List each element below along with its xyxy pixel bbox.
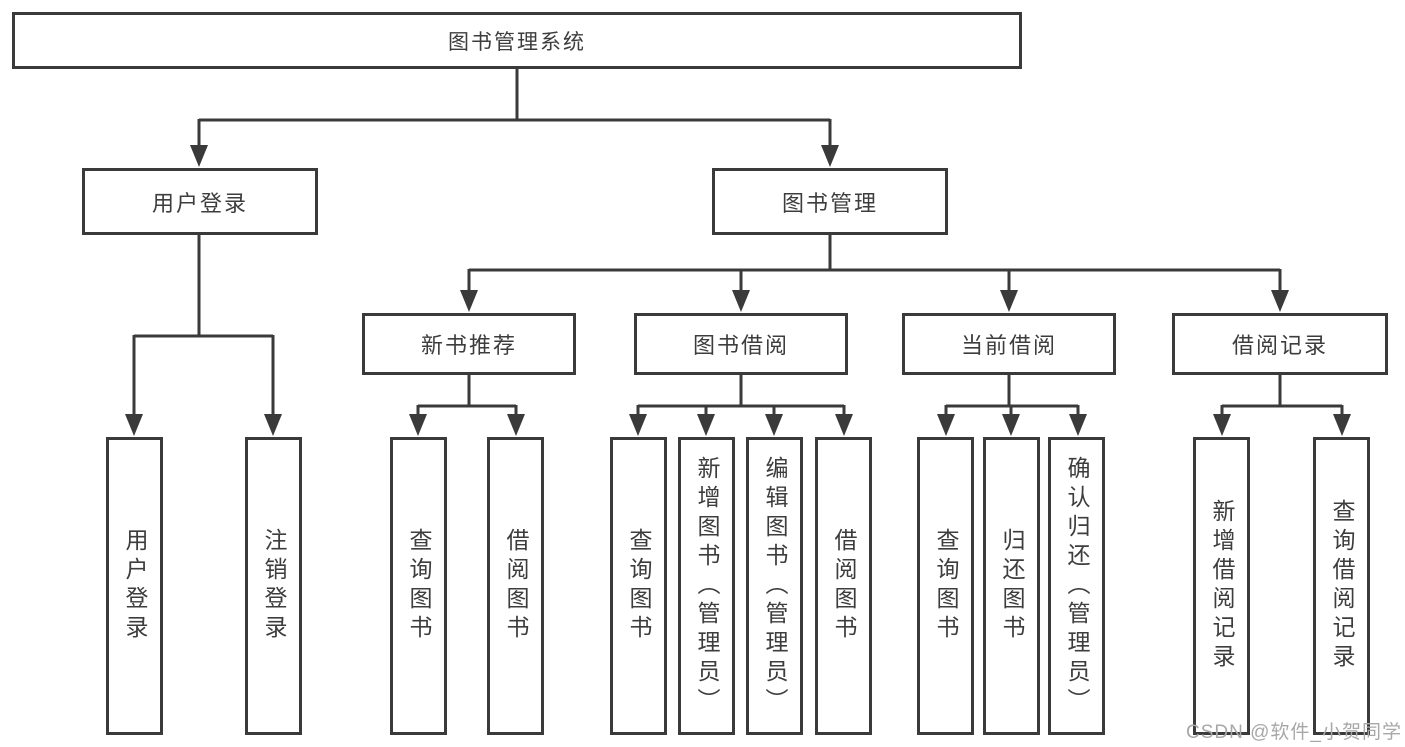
leaf-user-login: 用户登录 xyxy=(106,437,163,735)
node-library-management-system: 图书管理系统 xyxy=(12,12,1022,69)
arrowhead xyxy=(821,145,839,167)
node-borrow-records: 借阅记录 xyxy=(1172,313,1388,375)
node-label: 查询图书 xyxy=(626,528,652,644)
arrowhead xyxy=(460,290,478,312)
node-label: 用户登录 xyxy=(151,190,248,216)
edge-newbook-to-leaves xyxy=(416,374,518,420)
csdn-watermark: CSDN @软件_小贺同学 xyxy=(1186,722,1402,743)
node-label: 借阅图书 xyxy=(831,528,857,644)
edge-currentborrow-to-leaves xyxy=(944,374,1080,420)
leaf-add-books-admin: 新增图书（管理员） xyxy=(678,437,735,735)
node-label: 借阅记录 xyxy=(1231,333,1328,358)
node-label: 新书推荐 xyxy=(420,333,517,358)
node-label: 图书管理 xyxy=(781,190,878,216)
leaf-add-borrow-record: 新增借阅记录 xyxy=(1193,437,1250,735)
node-label: 编辑图书（管理员） xyxy=(762,455,788,717)
leaf-edit-books-admin: 编辑图书（管理员） xyxy=(746,437,803,735)
node-label: 新增借阅记录 xyxy=(1209,499,1235,673)
node-new-book-recommend: 新书推荐 xyxy=(362,313,576,375)
arrowhead xyxy=(765,414,783,436)
arrowhead xyxy=(1213,414,1231,436)
node-label: 新增图书（管理员） xyxy=(694,455,720,717)
arrowhead xyxy=(1069,414,1087,436)
arrowhead xyxy=(697,414,715,436)
leaf-query-books-borrow: 查询图书 xyxy=(610,437,667,735)
arrowhead xyxy=(1000,290,1018,312)
arrowhead xyxy=(732,290,750,312)
node-label: 注销登录 xyxy=(261,528,287,644)
edge-records-to-leaves xyxy=(1220,374,1344,420)
node-label: 借阅图书 xyxy=(503,528,529,644)
node-user-login: 用户登录 xyxy=(82,168,318,235)
node-label: 确认归还（管理员） xyxy=(1064,455,1090,717)
arrowhead xyxy=(264,414,282,436)
arrowhead xyxy=(507,414,525,436)
leaf-confirm-return-admin: 确认归还（管理员） xyxy=(1048,437,1105,735)
edge-userlogin-to-leaves xyxy=(132,234,275,420)
leaf-query-books-recommend: 查询图书 xyxy=(390,437,447,735)
arrowhead xyxy=(835,414,853,436)
edge-bookmgmt-to-level3 xyxy=(467,234,1282,296)
edge-bookborrow-to-leaves xyxy=(636,374,846,420)
leaf-return-books: 归还图书 xyxy=(983,437,1040,735)
leaf-logout: 注销登录 xyxy=(245,437,302,735)
leaf-query-borrow-record: 查询借阅记录 xyxy=(1313,437,1370,735)
node-label: 用户登录 xyxy=(122,528,148,644)
arrowhead xyxy=(409,414,427,436)
leaf-borrow-books: 借阅图书 xyxy=(815,437,872,735)
leaf-query-books-current: 查询图书 xyxy=(917,437,974,735)
arrowhead xyxy=(1002,414,1020,436)
node-label: 图书管理系统 xyxy=(448,30,586,54)
arrowhead xyxy=(190,145,208,167)
leaf-borrow-books-recommend: 借阅图书 xyxy=(487,437,544,735)
node-label: 查询图书 xyxy=(933,528,959,644)
node-book-borrow: 图书借阅 xyxy=(634,313,848,375)
arrowhead xyxy=(629,414,647,436)
arrowhead xyxy=(1333,414,1351,436)
node-label: 查询图书 xyxy=(406,528,432,644)
edge-root-to-level2 xyxy=(197,66,832,152)
node-label: 归还图书 xyxy=(999,528,1025,644)
node-current-borrow: 当前借阅 xyxy=(902,313,1116,375)
arrowhead xyxy=(1271,290,1289,312)
arrowhead xyxy=(125,414,143,436)
node-book-management: 图书管理 xyxy=(712,168,948,235)
node-label: 图书借阅 xyxy=(692,333,789,358)
node-label: 查询借阅记录 xyxy=(1329,499,1355,673)
arrowhead xyxy=(937,414,955,436)
node-label: 当前借阅 xyxy=(960,333,1057,358)
